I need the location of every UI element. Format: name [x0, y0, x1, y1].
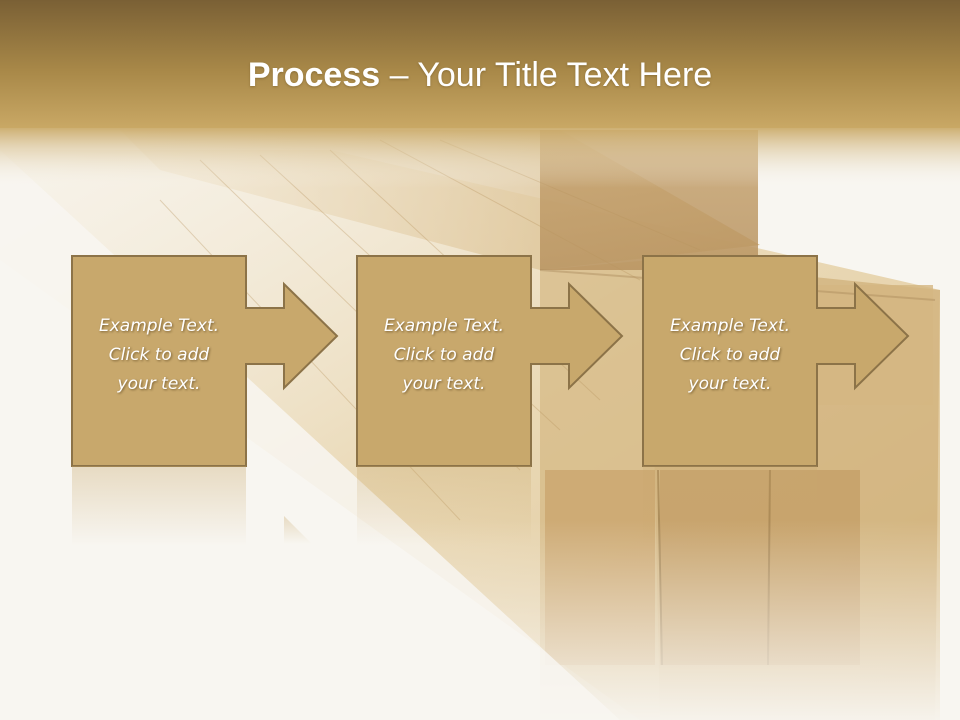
step-text-line: your text. [402, 374, 486, 394]
title-rest: – Your Title Text Here [380, 56, 713, 94]
step-text-line: Example Text. [669, 316, 791, 336]
step-text-line: your text. [688, 374, 772, 394]
step-text-line: Click to add [393, 345, 495, 365]
process-step-2[interactable]: Example Text. Click to add your text. [356, 255, 624, 546]
step-reflection [643, 466, 817, 546]
step-text[interactable]: Example Text. Click to add your text. [643, 312, 817, 399]
process-step-1[interactable]: Example Text. Click to add your text. [71, 255, 339, 546]
step-text-line: Click to add [679, 345, 781, 365]
step-text[interactable]: Example Text. Click to add your text. [72, 312, 246, 399]
step-text-line: Example Text. [383, 316, 505, 336]
step-text-line: Example Text. [98, 316, 220, 336]
step-text-line: Click to add [108, 345, 210, 365]
slide-title[interactable]: Process – Your Title Text Here [0, 0, 960, 130]
step-text-line: your text. [117, 374, 201, 394]
process-step-3[interactable]: Example Text. Click to add your text. [642, 255, 910, 546]
step-reflection [72, 466, 312, 546]
title-bold-word: Process [247, 56, 381, 94]
step-text[interactable]: Example Text. Click to add your text. [357, 312, 531, 399]
step-reflection [357, 466, 531, 546]
